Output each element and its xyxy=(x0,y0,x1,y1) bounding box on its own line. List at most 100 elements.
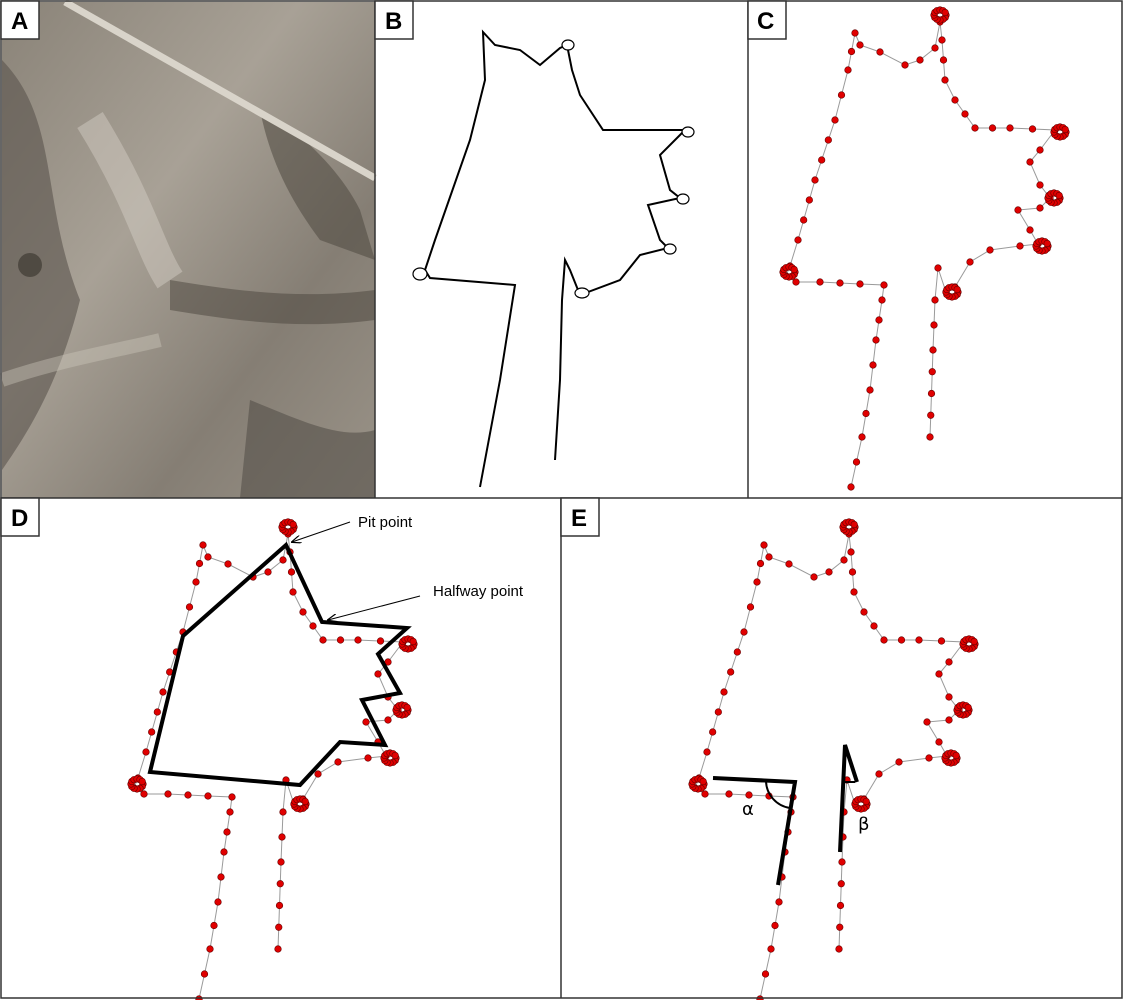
gps-point xyxy=(951,96,959,104)
gps-point xyxy=(816,278,824,286)
svg-text:B: B xyxy=(385,8,402,35)
gps-point xyxy=(354,636,362,644)
gps-point xyxy=(138,777,146,786)
gps-point xyxy=(733,648,741,656)
gps-point xyxy=(926,433,934,441)
gps-point xyxy=(866,386,874,394)
gps-point xyxy=(945,693,953,701)
gps-point xyxy=(740,628,748,636)
gps-point xyxy=(334,758,342,766)
gps-point xyxy=(825,568,833,576)
gps-point xyxy=(811,176,819,184)
panel-e-alpha-angle xyxy=(712,776,798,886)
gps-point xyxy=(771,921,779,930)
gps-point xyxy=(767,945,775,953)
gps-point xyxy=(289,588,297,596)
gps-point xyxy=(765,553,773,561)
gps-point xyxy=(319,636,327,644)
gps-point xyxy=(961,110,969,118)
gps-point xyxy=(931,44,939,52)
gps-point xyxy=(1043,239,1051,248)
gps-point xyxy=(192,578,200,586)
gps-point xyxy=(945,658,953,666)
gps-point xyxy=(720,688,728,696)
panel-label-c: C xyxy=(747,0,787,40)
gps-point xyxy=(184,791,192,799)
gps-point xyxy=(279,556,287,564)
gps-point xyxy=(214,898,222,906)
gps-point xyxy=(838,858,846,866)
gps-point xyxy=(934,264,942,272)
gps-point xyxy=(153,708,161,716)
gps-point xyxy=(835,945,843,953)
gps-point xyxy=(923,718,931,726)
gps-point xyxy=(862,797,870,806)
gps-point xyxy=(384,716,392,724)
svg-text:C: C xyxy=(757,8,774,35)
gps-point xyxy=(945,716,953,724)
gps-point xyxy=(376,637,385,645)
gps-point xyxy=(701,790,709,798)
pit-point-label: Pit point xyxy=(358,514,413,531)
gps-point xyxy=(228,793,236,801)
gps-point xyxy=(142,748,150,756)
panel-label-d: D xyxy=(0,497,40,537)
gps-point xyxy=(824,136,832,144)
halfway-point-arrow xyxy=(328,595,421,620)
gps-point xyxy=(217,873,225,881)
gps-point xyxy=(964,703,972,712)
gps-point xyxy=(745,791,753,799)
gps-point xyxy=(264,568,272,576)
gps-point xyxy=(952,751,960,760)
gps-point xyxy=(856,41,864,49)
panel-c-track xyxy=(779,6,1070,491)
gps-point xyxy=(709,728,717,736)
gps-point xyxy=(895,758,903,766)
gps-point xyxy=(966,258,974,266)
track-line xyxy=(694,533,965,1000)
svg-text:D: D xyxy=(11,505,28,532)
gps-point xyxy=(140,790,148,798)
gps-point xyxy=(159,688,167,696)
gps-point xyxy=(314,770,322,778)
panel-d-convex-hull xyxy=(147,541,412,788)
gps-point xyxy=(938,36,946,44)
gps-point xyxy=(200,970,209,978)
gps-point xyxy=(858,433,866,441)
gps-point xyxy=(916,56,924,64)
panel-e-beta-angle xyxy=(838,744,859,853)
gps-point xyxy=(699,777,707,786)
gps-point xyxy=(374,670,382,678)
gps-point xyxy=(278,833,286,841)
gps-point xyxy=(1036,204,1044,212)
gps-point xyxy=(1036,181,1044,189)
gps-point xyxy=(1006,124,1014,132)
gps-point xyxy=(852,458,861,466)
halfway-point-label: Halfway point xyxy=(433,583,524,600)
gps-point xyxy=(851,29,859,37)
gps-point xyxy=(837,91,846,99)
gps-point xyxy=(210,921,218,930)
gps-point xyxy=(760,541,768,549)
svg-text:A: A xyxy=(11,8,28,35)
panel-a-satellite-image xyxy=(0,0,377,498)
svg-text:E: E xyxy=(571,505,587,532)
gps-point xyxy=(274,945,282,953)
gps-point xyxy=(925,754,933,762)
gps-point xyxy=(870,622,878,630)
gps-point xyxy=(1028,125,1037,133)
gps-point xyxy=(935,670,943,678)
gps-point xyxy=(224,560,232,568)
gps-point xyxy=(941,8,949,17)
track-line xyxy=(133,533,404,1000)
gps-point xyxy=(988,124,997,132)
gps-point xyxy=(1036,146,1044,154)
gps-point xyxy=(850,520,858,529)
gps-point xyxy=(148,728,156,736)
panel-b-outline-drawing xyxy=(423,29,688,488)
gps-point xyxy=(299,608,307,616)
gps-point xyxy=(204,553,212,561)
gps-point xyxy=(785,560,793,568)
